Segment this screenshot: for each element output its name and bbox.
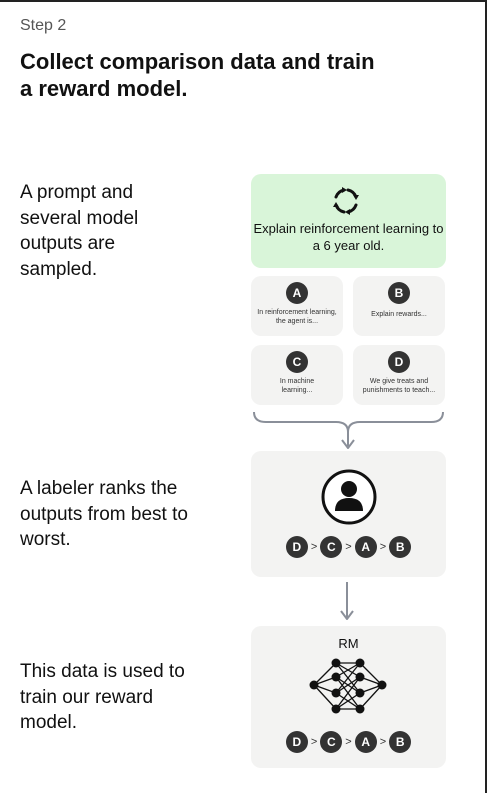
rank-separator: >	[345, 736, 352, 748]
step-label: Step 2	[20, 17, 67, 34]
output-letter-badge: D	[388, 351, 410, 373]
output-letter-badge: B	[388, 282, 410, 304]
loop-icon	[333, 187, 359, 215]
prompt-text: Explain reinforcement learning to a 6 ye…	[253, 221, 444, 253]
rank-badge: D	[285, 731, 308, 753]
rank-badge: A	[354, 731, 377, 753]
rank-separator: >	[345, 541, 352, 553]
rank-badge: C	[320, 536, 343, 558]
output-letter-badge: A	[286, 282, 308, 304]
rank-separator: >	[379, 736, 387, 748]
row-description-ranking: A labeler ranks the outputs from best to…	[20, 478, 188, 550]
rank-separator: >	[310, 736, 318, 748]
rank-badge: B	[389, 731, 412, 753]
person-icon	[321, 469, 377, 525]
reward-model-card: RM D>C>A>B	[251, 626, 446, 768]
output-card-b: B Explain rewards...	[353, 276, 445, 336]
rank-separator: >	[310, 541, 318, 553]
output-text: In machine learning...	[279, 378, 315, 394]
rank-badge: C	[320, 731, 343, 753]
output-text: Explain rewards...	[371, 311, 427, 318]
output-letter-badge: C	[286, 351, 308, 373]
row-description-training: This data is used to train our reward mo…	[20, 661, 185, 733]
rm-label: RM	[338, 636, 359, 651]
merge-brace-arrow	[253, 411, 444, 449]
row-description-sampling: A prompt and several model outputs are s…	[20, 182, 139, 280]
ranking-row: D>C>A>B	[251, 536, 446, 558]
rank-separator: >	[379, 541, 387, 553]
ranking-row: D>C>A>B	[251, 731, 446, 753]
output-card-c: C In machine learning...	[251, 345, 343, 405]
output-text: We give treats and punishments to teach.…	[362, 378, 436, 394]
output-card-d: D We give treats and punishments to teac…	[353, 345, 445, 405]
rank-badge: A	[354, 536, 377, 558]
output-text: In reinforcement learning, the agent is.…	[257, 309, 337, 325]
rank-badge: D	[285, 536, 308, 558]
output-card-a: A In reinforcement learning, the agent i…	[251, 276, 343, 336]
down-arrow	[340, 582, 354, 620]
page-title: Collect comparison data and train a rewa…	[20, 49, 375, 101]
neural-network-icon	[309, 658, 387, 714]
rank-badge: B	[389, 536, 412, 558]
